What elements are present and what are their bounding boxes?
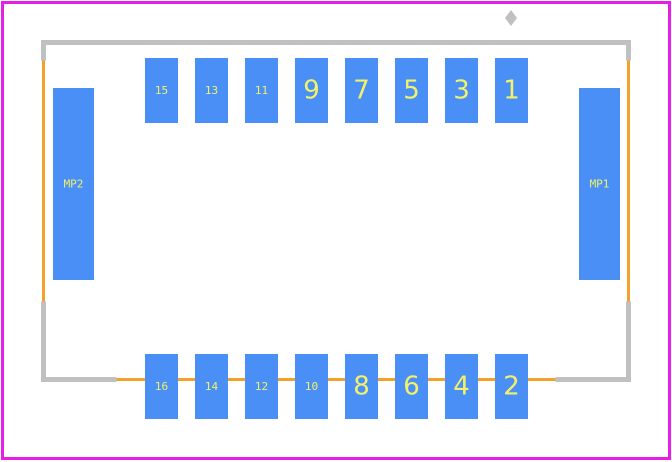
pad-16: 16 xyxy=(145,354,178,419)
pad-label: 13 xyxy=(205,84,218,97)
pad-5: 5 xyxy=(395,58,428,123)
pad-10: 10 xyxy=(295,354,328,419)
pad-label: 12 xyxy=(255,380,268,393)
pad-1: 1 xyxy=(495,58,528,123)
pad-label: 14 xyxy=(205,380,219,393)
pad-15: 15 xyxy=(145,58,178,123)
pad-label: 10 xyxy=(305,380,318,393)
pin1-marker xyxy=(505,10,517,26)
pad-label: 11 xyxy=(255,84,268,97)
body-outline xyxy=(41,40,631,382)
bottom-pad-row: 16 14 12 10 8 6 4 2 xyxy=(145,354,528,419)
pad-13: 13 xyxy=(195,58,228,123)
top-pad-row: 15 13 11 9 7 5 3 1 xyxy=(145,58,528,123)
pad-label: 5 xyxy=(403,76,420,106)
pad-9: 9 xyxy=(295,58,328,123)
pad-7: 7 xyxy=(345,58,378,123)
pad-8: 8 xyxy=(345,354,378,419)
pad-label: 2 xyxy=(503,372,520,402)
pad-label: 9 xyxy=(303,76,320,106)
pad-14: 14 xyxy=(195,354,228,419)
pad-label: 6 xyxy=(403,372,420,402)
pad-6: 6 xyxy=(395,354,428,419)
pad-label: 16 xyxy=(155,380,168,393)
pad-11: 11 xyxy=(245,58,278,123)
pad-label: 4 xyxy=(453,372,470,402)
pad-2: 2 xyxy=(495,354,528,419)
mount-pad-right-label: MP1 xyxy=(590,178,610,191)
mount-pad-right: MP1 xyxy=(579,88,620,280)
mount-pad-left-label: MP2 xyxy=(64,178,84,191)
mount-pad-left: MP2 xyxy=(53,88,94,280)
pad-12: 12 xyxy=(245,354,278,419)
pad-label: 8 xyxy=(353,372,370,402)
pad-label: 1 xyxy=(503,76,520,106)
pad-label: 7 xyxy=(353,76,370,106)
pad-3: 3 xyxy=(445,58,478,123)
pad-label: 15 xyxy=(155,84,168,97)
pad-4: 4 xyxy=(445,354,478,419)
pad-label: 3 xyxy=(453,76,470,106)
